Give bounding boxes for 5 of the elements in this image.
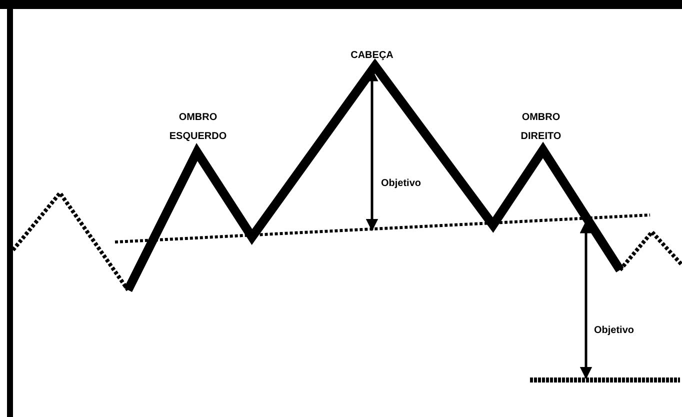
- peak-label: OMBRO ESQUERDO: [168, 111, 228, 144]
- peak-label: OMBRO DIREITO: [520, 111, 562, 144]
- peak-label: CABEÇA: [350, 49, 394, 63]
- measure-label: Objetivo: [594, 324, 636, 338]
- measure-label: Objetivo: [381, 177, 422, 191]
